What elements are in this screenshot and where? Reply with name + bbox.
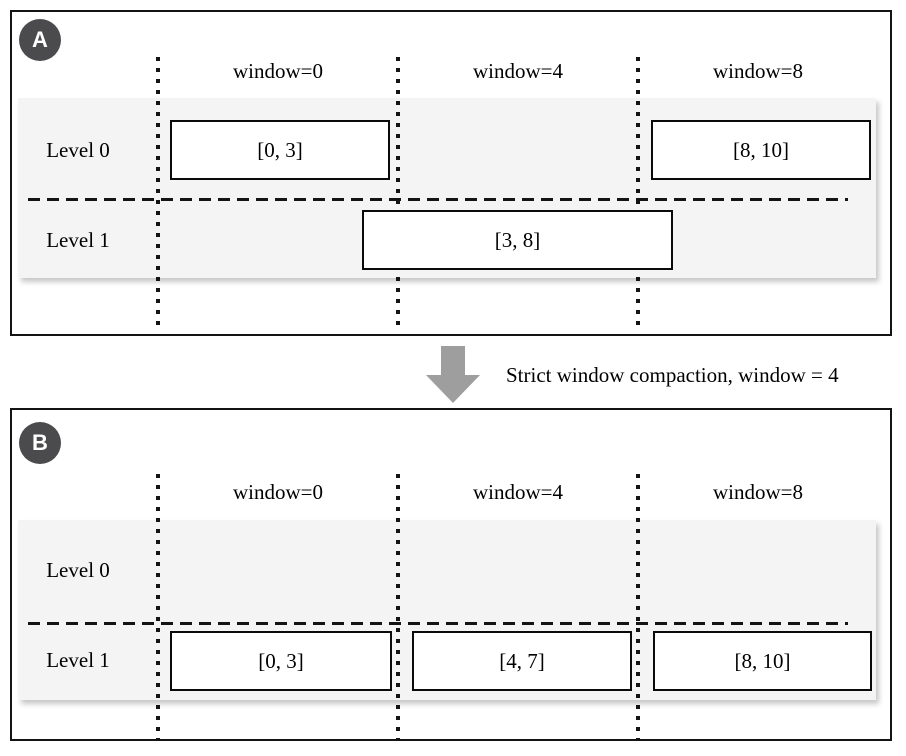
panel-b-level-1-label: Level 1 bbox=[46, 648, 110, 672]
window-boundary-dotted-line bbox=[156, 57, 160, 327]
panel-a-column-header-window-4: window=4 bbox=[472, 59, 563, 83]
window-boundary-dotted-line bbox=[156, 474, 160, 739]
down-arrow-stem bbox=[441, 346, 465, 376]
panel-b-column-header-window-0: window=0 bbox=[232, 480, 323, 504]
level-divider-dashed-line bbox=[28, 622, 848, 625]
panel-a-column-header-window-0: window=0 bbox=[232, 59, 323, 83]
panel-b-after-compaction: B window=0 window=4 window=8 Level 0 Lev… bbox=[10, 408, 892, 741]
panel-a-level-1-label: Level 1 bbox=[46, 228, 110, 252]
range-box-level1-window4: [4, 7] bbox=[412, 631, 632, 691]
range-box-level1-span: [3, 8] bbox=[362, 210, 673, 270]
panel-b-column-header-window-8: window=8 bbox=[712, 480, 803, 504]
transition-caption: Strict window compaction, window = 4 bbox=[506, 363, 839, 387]
transition-row: Strict window compaction, window = 4 bbox=[0, 340, 906, 408]
window-boundary-dotted-line bbox=[396, 474, 400, 739]
window-boundary-dotted-line bbox=[636, 57, 640, 327]
range-box-level1-window8: [8, 10] bbox=[653, 631, 872, 691]
range-box-level1-window0: [0, 3] bbox=[170, 631, 392, 691]
range-box-level0-window8: [8, 10] bbox=[651, 120, 871, 180]
window-boundary-dotted-line bbox=[636, 474, 640, 739]
panel-b-badge: B bbox=[19, 422, 61, 464]
panel-a-level-0-label: Level 0 bbox=[46, 138, 110, 162]
panel-a-before-compaction: A window=0 window=4 window=8 Level 0 Lev… bbox=[10, 10, 892, 336]
panel-a-badge: A bbox=[19, 19, 61, 61]
panel-b-column-header-window-4: window=4 bbox=[472, 480, 563, 504]
panel-a-column-header-window-8: window=8 bbox=[712, 59, 803, 83]
down-arrow-head bbox=[426, 375, 480, 403]
level-divider-dashed-line bbox=[28, 198, 848, 201]
panel-b-level-0-label: Level 0 bbox=[46, 558, 110, 582]
range-box-level0-window0: [0, 3] bbox=[170, 120, 390, 180]
window-boundary-dotted-line bbox=[396, 57, 400, 327]
